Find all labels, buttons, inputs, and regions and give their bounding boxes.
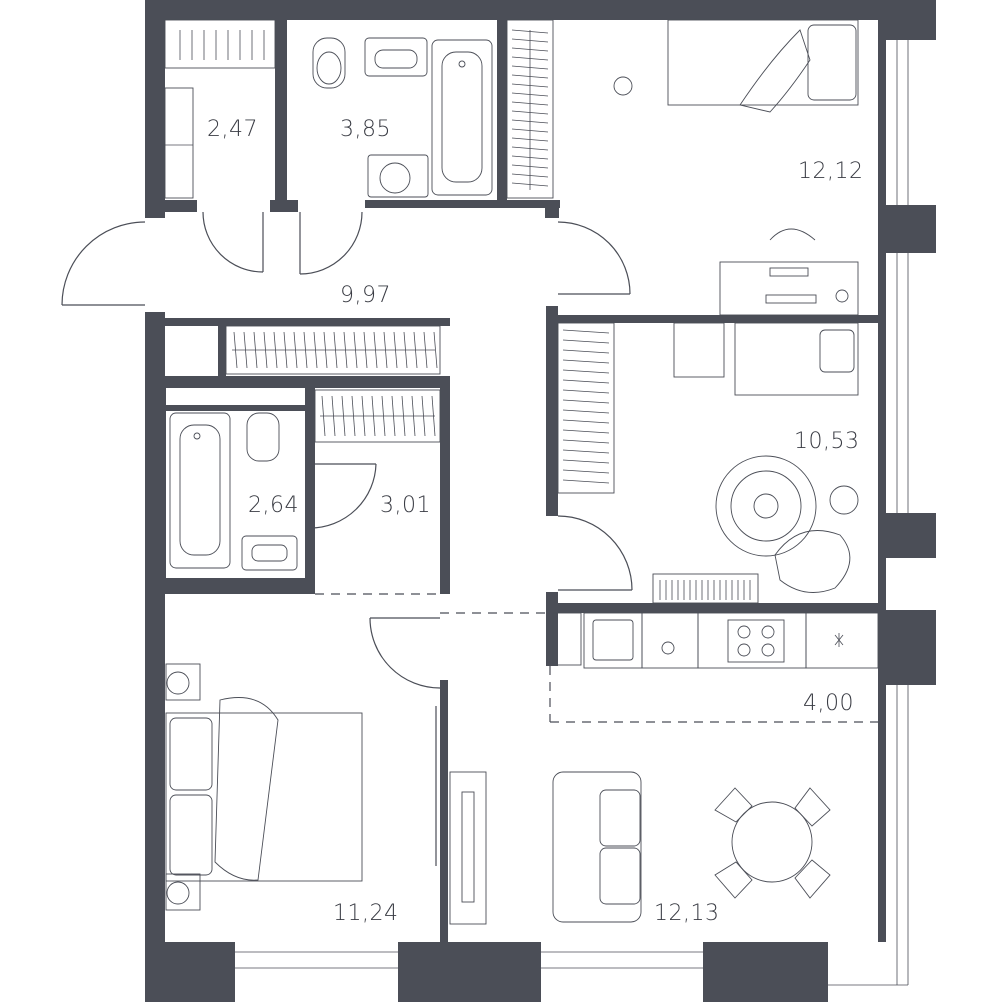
doors bbox=[61, 211, 633, 689]
hanger-line bbox=[283, 331, 288, 369]
hanger-line bbox=[511, 146, 549, 151]
hanger-line bbox=[321, 395, 326, 437]
area-label-living-room: 12,13 bbox=[654, 901, 719, 926]
area-label-kids-room: 10,53 bbox=[794, 429, 859, 454]
hanger-line bbox=[391, 395, 396, 437]
hangers-top-left bbox=[179, 30, 265, 60]
area-label-wardrobe: 2,47 bbox=[207, 117, 258, 142]
hanger-line bbox=[511, 38, 549, 43]
hanger-line bbox=[333, 331, 338, 369]
hanger-line bbox=[323, 331, 328, 369]
hanger-line bbox=[562, 359, 610, 364]
windows bbox=[235, 40, 909, 986]
area-label-bedroom-bottom: 11,24 bbox=[333, 901, 398, 926]
hanger-line bbox=[562, 469, 610, 474]
hanger-line bbox=[401, 395, 406, 437]
hanger-line bbox=[353, 331, 358, 369]
hanger-line bbox=[331, 395, 336, 437]
hanger-line bbox=[303, 331, 308, 369]
hanger-line bbox=[562, 379, 610, 384]
hanger-line bbox=[413, 331, 418, 369]
hanger-line bbox=[511, 74, 549, 79]
hanger-line bbox=[562, 479, 610, 484]
hanger-line bbox=[511, 119, 549, 124]
hanger-line bbox=[341, 395, 346, 437]
hanger-line bbox=[562, 349, 610, 354]
hanger-line bbox=[562, 339, 610, 344]
hanger-line bbox=[511, 110, 549, 115]
hanger-line bbox=[421, 395, 426, 437]
room-labels: 2,47 3,85 12,12 9,97 10,53 2,64 3,01 4,0… bbox=[207, 117, 863, 926]
hanger-line bbox=[423, 331, 428, 369]
hanger-line bbox=[433, 331, 438, 369]
clothes-lines bbox=[233, 29, 751, 600]
hanger-line bbox=[562, 429, 610, 434]
hanger-line bbox=[511, 56, 549, 61]
hanger-line bbox=[263, 331, 268, 369]
hanger-line bbox=[511, 101, 549, 106]
hanger-line bbox=[562, 419, 610, 424]
furniture bbox=[164, 19, 879, 925]
area-label-hallway: 9,97 bbox=[340, 283, 391, 308]
hanger-line bbox=[511, 29, 549, 34]
hanger-line bbox=[313, 331, 318, 369]
zone-dividers bbox=[315, 593, 878, 723]
hanger-line bbox=[431, 395, 436, 437]
walls bbox=[145, 0, 936, 1002]
hanger-line bbox=[273, 331, 278, 369]
hanger-line bbox=[511, 128, 549, 133]
hanger-line bbox=[511, 137, 549, 142]
hanger-line bbox=[511, 173, 549, 178]
hanger-line bbox=[511, 83, 549, 88]
hanger-line bbox=[373, 331, 378, 369]
hanger-line bbox=[383, 331, 388, 369]
hanger-line bbox=[403, 331, 408, 369]
hanger-line bbox=[233, 331, 238, 369]
hanger-line bbox=[253, 331, 258, 369]
area-label-bathroom-small: 2,64 bbox=[248, 493, 299, 518]
hanger-line bbox=[562, 439, 610, 444]
hanger-line bbox=[562, 389, 610, 394]
hanger-line bbox=[243, 331, 248, 369]
hanger-line bbox=[511, 155, 549, 160]
hanger-line bbox=[562, 449, 610, 454]
hanger-line bbox=[361, 395, 366, 437]
hanger-line bbox=[562, 399, 610, 404]
hanger-line bbox=[363, 331, 368, 369]
hanger-line bbox=[293, 331, 298, 369]
hanger-line bbox=[371, 395, 376, 437]
hanger-line bbox=[511, 92, 549, 97]
hanger-line bbox=[411, 395, 416, 437]
hanger-line bbox=[351, 395, 356, 437]
area-label-kitchen: 4,00 bbox=[803, 691, 854, 716]
hanger-line bbox=[381, 395, 386, 437]
hanger-line bbox=[511, 65, 549, 70]
hanger-line bbox=[393, 331, 398, 369]
hanger-line bbox=[511, 47, 549, 52]
hanger-line bbox=[562, 409, 610, 414]
area-label-closet: 3,01 bbox=[380, 493, 431, 518]
hanger-line bbox=[562, 329, 610, 334]
area-label-bathroom-top: 3,85 bbox=[340, 117, 391, 142]
hanger-line bbox=[511, 182, 549, 187]
area-label-bedroom-top: 12,12 bbox=[798, 159, 863, 184]
hanger-line bbox=[343, 331, 348, 369]
hanger-line bbox=[562, 459, 610, 464]
hanger-line bbox=[511, 164, 549, 169]
hanger-line bbox=[562, 369, 610, 374]
